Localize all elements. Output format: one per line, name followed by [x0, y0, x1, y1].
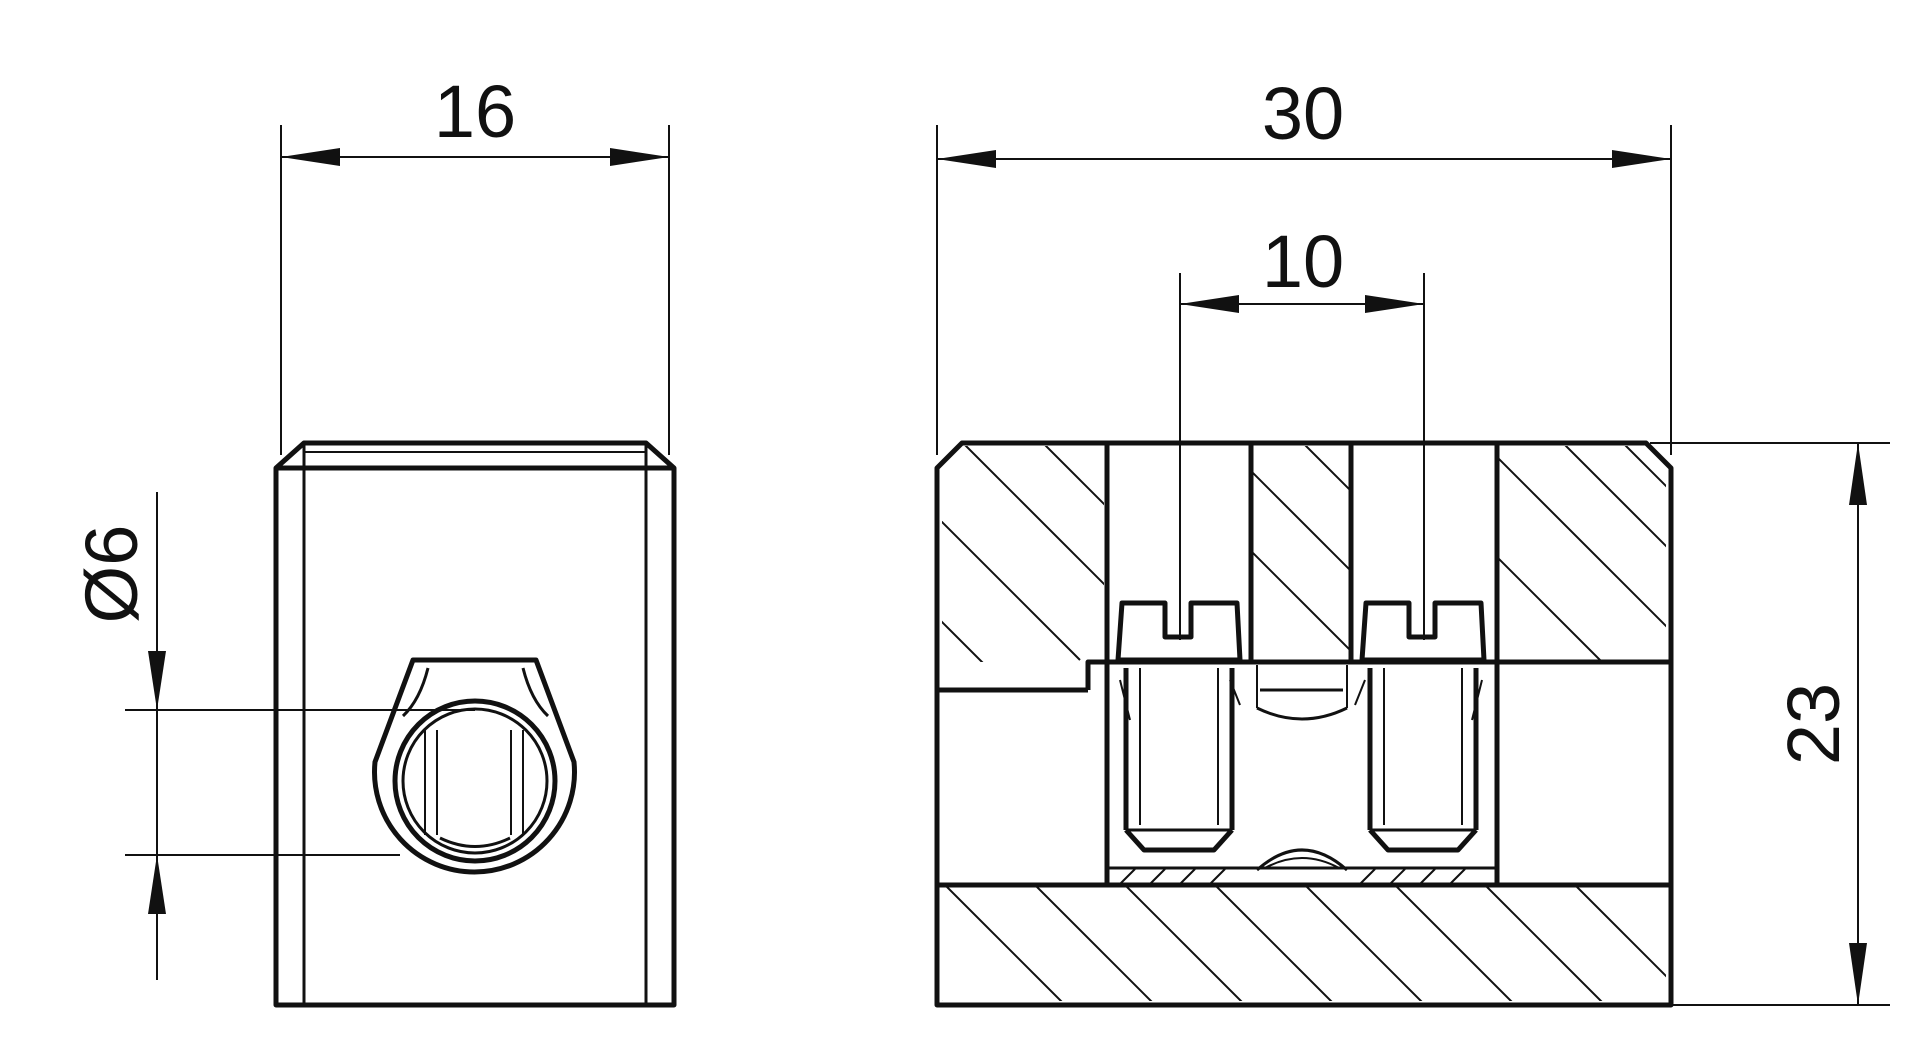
wire-entry-hole — [372, 657, 577, 875]
screw-right — [1359, 600, 1487, 853]
screw-left — [1115, 600, 1243, 853]
dimension-height-23: 23 — [1650, 442, 1890, 1006]
dimension-length-30: 30 — [936, 72, 1672, 455]
dimension-label-23: 23 — [1772, 683, 1855, 765]
dimension-width-16: 16 — [280, 70, 670, 455]
dimension-label-10: 10 — [1262, 220, 1344, 303]
end-view: 16 Ø6 — [70, 70, 677, 1008]
dimension-label-diameter: Ø6 — [70, 525, 153, 624]
dimension-label-30: 30 — [1262, 72, 1344, 155]
dimension-label-16: 16 — [434, 70, 516, 153]
end-view-body — [273, 440, 677, 1008]
dimension-spacing-10: 10 — [1179, 220, 1425, 640]
section-hatching — [942, 446, 1666, 1001]
section-internal-lines — [937, 443, 1671, 888]
section-view: 30 10 23 — [934, 72, 1890, 1008]
dimension-diameter-6: Ø6 — [70, 492, 475, 980]
